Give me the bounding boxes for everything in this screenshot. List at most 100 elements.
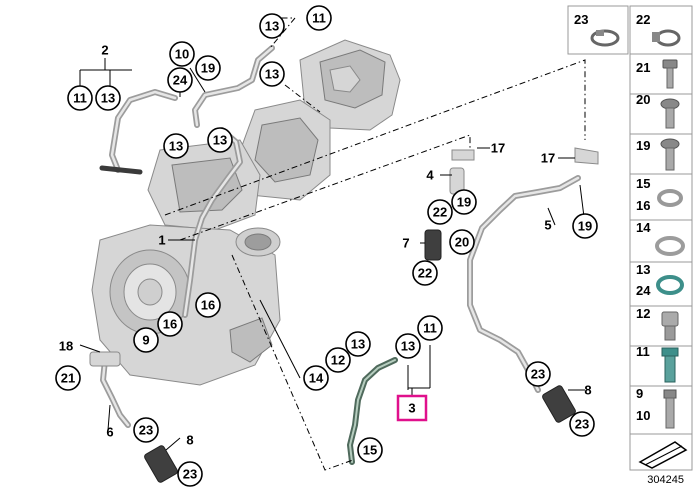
svg-text:13: 13 bbox=[101, 91, 115, 106]
washer-icon-14 bbox=[655, 236, 685, 256]
hose-8-left bbox=[144, 445, 178, 483]
svg-text:19: 19 bbox=[457, 195, 471, 210]
svg-text:9: 9 bbox=[636, 386, 643, 401]
arrow-icon bbox=[638, 441, 688, 469]
label-8-left[interactable]: 8 bbox=[186, 433, 193, 448]
legend-cell-12[interactable] bbox=[629, 305, 693, 347]
label-7[interactable]: 7 bbox=[402, 236, 409, 251]
callout-19-b[interactable]: 19 bbox=[451, 189, 477, 215]
svg-text:23: 23 bbox=[183, 467, 197, 482]
svg-text:13: 13 bbox=[213, 133, 227, 148]
legend-cell-20[interactable] bbox=[629, 93, 693, 135]
svg-text:15: 15 bbox=[363, 443, 377, 458]
bolt-icon-20 bbox=[660, 98, 680, 129]
svg-text:13: 13 bbox=[351, 337, 365, 352]
seal-ring-icon bbox=[656, 275, 684, 295]
callout-23-d[interactable]: 23 bbox=[569, 411, 595, 437]
callout-13-top[interactable]: 13 bbox=[259, 13, 285, 39]
callout-24[interactable]: 24 bbox=[167, 67, 193, 93]
legend-cell-11[interactable] bbox=[629, 345, 693, 387]
label-1[interactable]: 1 bbox=[158, 233, 165, 248]
callout-13-e[interactable]: 13 bbox=[395, 333, 421, 359]
callout-3-highlighted[interactable]: 3 bbox=[396, 394, 428, 422]
callout-22-a[interactable]: 22 bbox=[427, 199, 453, 225]
label-5[interactable]: 5 bbox=[544, 218, 551, 233]
callout-13-d[interactable]: 13 bbox=[345, 331, 371, 357]
svg-text:19: 19 bbox=[636, 138, 650, 153]
label-4[interactable]: 4 bbox=[426, 168, 434, 183]
svg-text:16: 16 bbox=[163, 317, 177, 332]
svg-text:19: 19 bbox=[578, 219, 592, 234]
callout-10[interactable]: 10 bbox=[169, 41, 195, 67]
callout-11-left[interactable]: 11 bbox=[67, 85, 93, 111]
svg-text:3: 3 bbox=[408, 401, 415, 416]
callout-12[interactable]: 12 bbox=[325, 347, 351, 373]
leader-lines bbox=[79, 58, 586, 451]
callout-11-e[interactable]: 11 bbox=[417, 315, 443, 341]
svg-text:21: 21 bbox=[636, 60, 650, 75]
svg-text:11: 11 bbox=[636, 344, 650, 359]
svg-text:13: 13 bbox=[169, 139, 183, 154]
svg-text:15: 15 bbox=[636, 176, 650, 191]
banjo-fitting-icon bbox=[661, 311, 679, 341]
svg-text:14: 14 bbox=[309, 371, 324, 386]
label-17-a[interactable]: 17 bbox=[491, 141, 505, 156]
svg-text:23: 23 bbox=[575, 417, 589, 432]
callout-13-left[interactable]: 13 bbox=[95, 85, 121, 111]
svg-text:11: 11 bbox=[312, 11, 326, 26]
callout-13-top2[interactable]: 13 bbox=[259, 61, 285, 87]
svg-text:16: 16 bbox=[636, 198, 650, 213]
callout-19-a[interactable]: 19 bbox=[195, 55, 221, 81]
svg-text:22: 22 bbox=[433, 205, 447, 220]
svg-text:23: 23 bbox=[531, 367, 545, 382]
callout-22-b[interactable]: 22 bbox=[412, 260, 438, 286]
callout-14[interactable]: 14 bbox=[303, 365, 329, 391]
hollow-bolt-icon bbox=[661, 347, 679, 383]
screw-icon-21 bbox=[662, 59, 678, 89]
svg-text:19: 19 bbox=[201, 61, 215, 76]
callout-19-c[interactable]: 19 bbox=[572, 213, 598, 239]
svg-text:9: 9 bbox=[142, 333, 149, 348]
return-pipe-5 bbox=[467, 175, 581, 393]
svg-text:21: 21 bbox=[61, 371, 75, 386]
legend-cell-21[interactable] bbox=[629, 53, 693, 95]
callout-23-a[interactable]: 23 bbox=[133, 417, 159, 443]
callout-21[interactable]: 21 bbox=[55, 365, 81, 391]
oil-return-pipe-3 bbox=[347, 357, 398, 465]
callout-23-c[interactable]: 23 bbox=[525, 361, 551, 387]
callout-13-b[interactable]: 13 bbox=[207, 127, 233, 153]
svg-text:14: 14 bbox=[636, 220, 651, 235]
svg-text:24: 24 bbox=[173, 73, 188, 88]
callout-11-top[interactable]: 11 bbox=[306, 5, 332, 31]
bolt-icon-19 bbox=[660, 138, 680, 171]
callout-16-a[interactable]: 16 bbox=[195, 292, 221, 318]
connector-4 bbox=[449, 149, 475, 195]
svg-text:16: 16 bbox=[201, 298, 215, 313]
svg-text:24: 24 bbox=[636, 283, 651, 298]
legend-cell-9-10[interactable] bbox=[629, 385, 693, 435]
spring-clamp-icon bbox=[652, 29, 681, 47]
coolant-pipe-6 bbox=[89, 351, 131, 428]
oil-line-upper bbox=[182, 45, 275, 318]
callout-13-mid[interactable]: 13 bbox=[163, 133, 189, 159]
svg-text:22: 22 bbox=[636, 12, 650, 27]
svg-text:13: 13 bbox=[265, 67, 279, 82]
callout-16-b[interactable]: 16 bbox=[157, 311, 183, 337]
label-18[interactable]: 18 bbox=[59, 339, 73, 354]
label-17-b[interactable]: 17 bbox=[541, 151, 555, 166]
label-6[interactable]: 6 bbox=[106, 425, 113, 440]
svg-text:13: 13 bbox=[265, 19, 279, 34]
label-8-right[interactable]: 8 bbox=[584, 383, 591, 398]
svg-text:13: 13 bbox=[636, 262, 650, 277]
flange-18 bbox=[89, 351, 121, 367]
banjo-bolt-icon bbox=[663, 389, 677, 429]
callout-15[interactable]: 15 bbox=[357, 437, 383, 463]
callout-9[interactable]: 9 bbox=[133, 327, 159, 353]
washer-icon-15-16 bbox=[657, 189, 683, 207]
svg-text:10: 10 bbox=[636, 408, 650, 423]
callout-20[interactable]: 20 bbox=[449, 229, 475, 255]
label-2[interactable]: 2 bbox=[101, 43, 108, 58]
svg-text:10: 10 bbox=[175, 47, 189, 62]
callout-23-b[interactable]: 23 bbox=[177, 461, 203, 487]
